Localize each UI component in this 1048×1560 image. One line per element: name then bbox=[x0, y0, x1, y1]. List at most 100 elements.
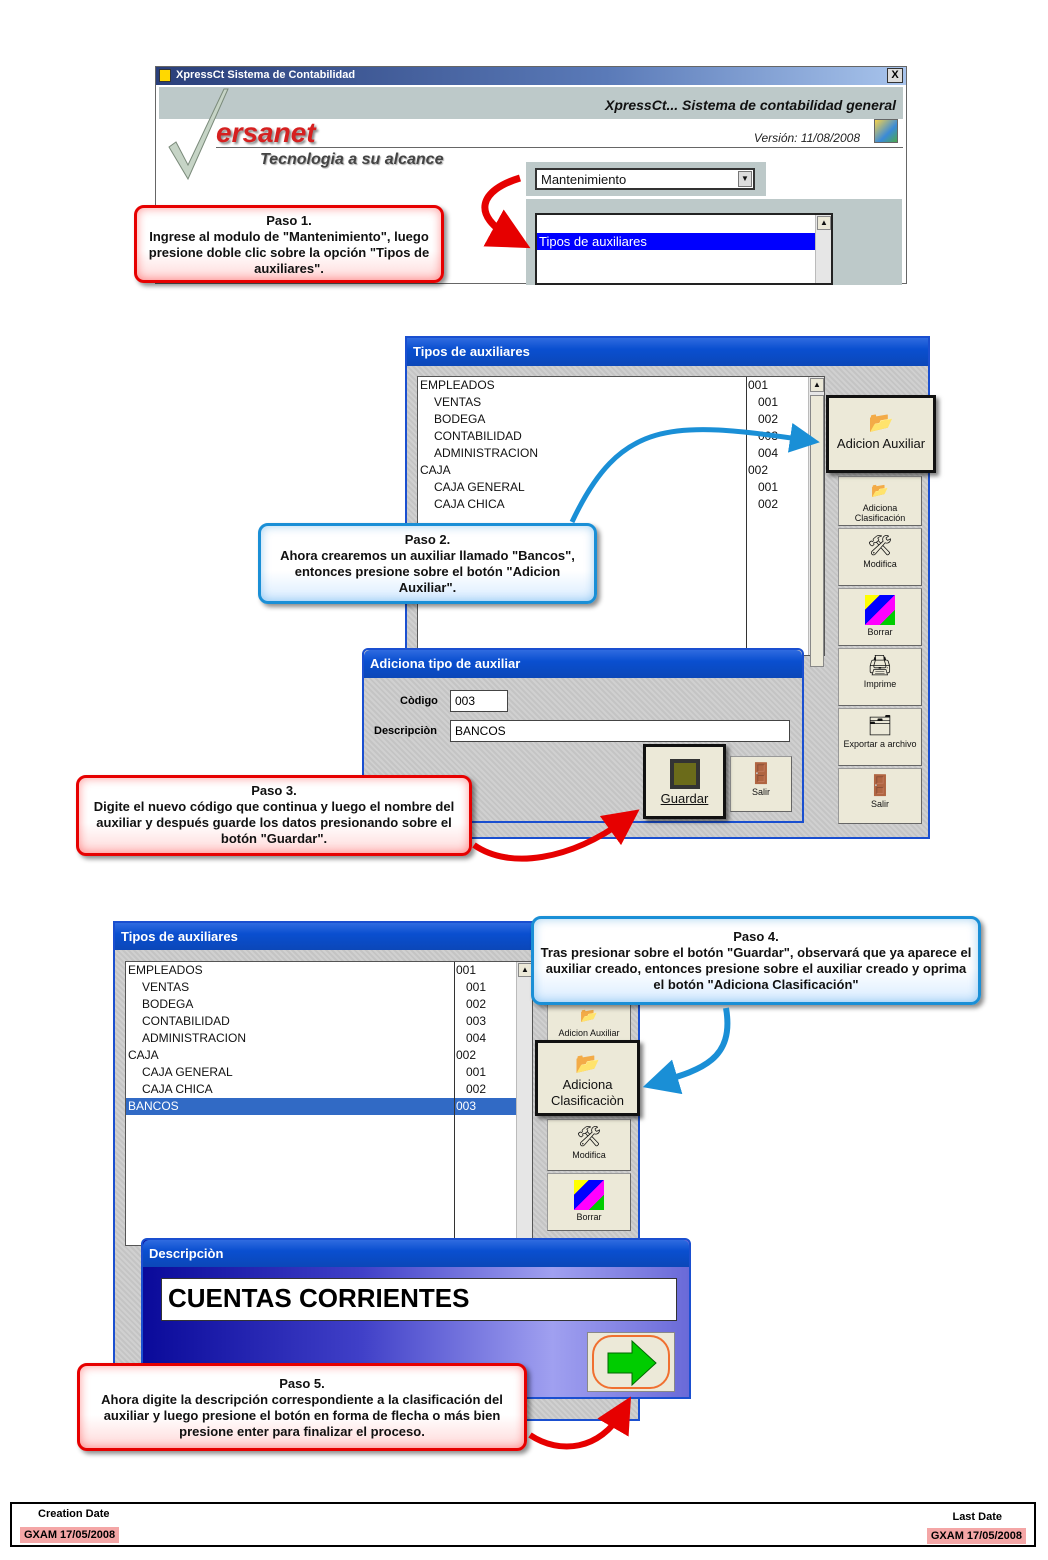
creation-date-label: Creation Date bbox=[38, 1508, 110, 1520]
scrollbar[interactable]: ▲ bbox=[808, 377, 824, 667]
callout-paso-1: Paso 1. Ingrese al modulo de "Mantenimie… bbox=[134, 205, 444, 283]
row-name: CAJA bbox=[420, 463, 451, 477]
exit-door-icon: 🚪 bbox=[867, 775, 893, 797]
scroll-up-arrow[interactable]: ▲ bbox=[817, 216, 831, 230]
module-select[interactable]: Mantenimiento ▼ bbox=[535, 168, 755, 190]
row-code: 002 bbox=[466, 997, 487, 1011]
scroll-up-arrow[interactable]: ▲ bbox=[810, 378, 824, 392]
tools-icon: 🛠 bbox=[576, 1126, 602, 1148]
callout-title: Paso 2. bbox=[404, 532, 451, 547]
last-date-value: GXAM 17/05/2008 bbox=[926, 1528, 1026, 1544]
row-code: 002 bbox=[758, 497, 779, 511]
module-select-value: Mantenimiento bbox=[541, 172, 627, 187]
table-row[interactable]: CONTABILIDAD 003 bbox=[418, 428, 808, 445]
printer-icon: 🖨 bbox=[867, 655, 893, 677]
callout-text: Ingrese al modulo de "Mantenimiento", lu… bbox=[148, 229, 430, 276]
options-list[interactable]: Tipos de auxiliares ▲ bbox=[535, 213, 833, 285]
adicion-auxiliar-button[interactable]: 📂Adicion Auxiliar bbox=[547, 1003, 631, 1043]
row-code: 002 bbox=[466, 1082, 487, 1096]
folder-open-icon: 📂 bbox=[575, 1053, 600, 1075]
codigo-label: Còdigo bbox=[400, 695, 438, 707]
borrar-button[interactable]: Borrar bbox=[547, 1173, 631, 1231]
codigo-input[interactable]: 003 bbox=[450, 690, 508, 712]
app-icon bbox=[159, 69, 171, 82]
chevron-down-icon[interactable]: ▼ bbox=[738, 171, 752, 187]
callout-title: Paso 1. bbox=[266, 213, 312, 228]
row-code: 001 bbox=[748, 378, 769, 392]
callout-paso-5: Paso 5. Ahora digite la descripción corr… bbox=[77, 1363, 527, 1451]
row-name: EMPLEADOS bbox=[128, 963, 203, 977]
row-name: CAJA GENERAL bbox=[142, 1065, 233, 1079]
scroll-up-arrow[interactable]: ▲ bbox=[518, 963, 532, 977]
row-name: VENTAS bbox=[142, 980, 190, 994]
scrollbar[interactable]: ▲ bbox=[516, 962, 532, 1245]
window-title: Tipos de auxiliares bbox=[121, 929, 238, 944]
descripcion-input[interactable]: BANCOS bbox=[450, 720, 790, 742]
confirm-arrow-button[interactable] bbox=[587, 1332, 675, 1392]
descripcion-label: Descripciòn bbox=[374, 725, 437, 737]
callout-title: Paso 5. bbox=[279, 1376, 325, 1391]
header-title: XpressCt... Sistema de contabilidad gene… bbox=[605, 97, 896, 113]
imprime-button[interactable]: 🖨Imprime bbox=[838, 648, 922, 706]
close-button[interactable]: X bbox=[887, 68, 903, 83]
modifica-button[interactable]: 🛠Modifica bbox=[547, 1119, 631, 1171]
floppy-disk-icon bbox=[669, 759, 700, 789]
scroll-thumb[interactable] bbox=[810, 395, 824, 667]
row-name: CAJA bbox=[128, 1048, 159, 1062]
row-name: BANCOS bbox=[128, 1099, 179, 1113]
scrollbar[interactable]: ▲ bbox=[815, 215, 831, 283]
highlight-ring bbox=[592, 1335, 670, 1389]
callout-paso-3: Paso 3. Digite el nuevo código que conti… bbox=[76, 775, 472, 856]
help-icon[interactable] bbox=[874, 119, 898, 143]
adicion-auxiliar-button[interactable]: 📂Adicion Auxiliar bbox=[826, 395, 936, 473]
salir-button[interactable]: 🚪Salir bbox=[838, 768, 922, 824]
dialog-titlebar: Descripciòn bbox=[143, 1240, 689, 1267]
callout-paso-2: Paso 2. Ahora crearemos un auxiliar llam… bbox=[258, 523, 597, 604]
row-name: CONTABILIDAD bbox=[434, 429, 522, 443]
exportar-button[interactable]: 🗂Exportar a archivo bbox=[838, 708, 922, 766]
tools-icon: 🛠 bbox=[867, 535, 893, 557]
adiciona-clasificacion-button[interactable]: 📂Adiciona Clasificación bbox=[838, 476, 922, 526]
descripcion-input[interactable]: CUENTAS CORRIENTES bbox=[161, 1278, 677, 1321]
row-code: 003 bbox=[758, 429, 779, 443]
list-item-selected[interactable]: Tipos de auxiliares bbox=[537, 233, 817, 250]
row-code: 004 bbox=[758, 446, 779, 460]
callout-text: Ahora crearemos un auxiliar llamado "Ban… bbox=[280, 548, 575, 595]
header-band bbox=[159, 87, 903, 119]
row-name: BODEGA bbox=[434, 412, 486, 426]
modifica-button[interactable]: 🛠Modifica bbox=[838, 528, 922, 586]
row-name: VENTAS bbox=[434, 395, 482, 409]
borrar-button[interactable]: Borrar bbox=[838, 588, 922, 646]
row-code: 002 bbox=[748, 463, 769, 477]
logo-slogan: Tecnologia a su alcance bbox=[260, 151, 444, 168]
callout-title: Paso 4. bbox=[733, 929, 779, 944]
dialog-titlebar: Adiciona tipo de auxiliar bbox=[364, 650, 802, 678]
table-row[interactable]: CAJA 002 bbox=[418, 462, 808, 479]
guardar-button[interactable]: Guardar bbox=[643, 744, 726, 819]
callout-paso-4: Paso 4. Tras presionar sobre el botón "G… bbox=[531, 916, 981, 1005]
callout-text: Digite el nuevo código que continua y lu… bbox=[93, 799, 455, 846]
checkmark-logo-icon bbox=[168, 88, 229, 181]
dialog-salir-button[interactable]: 🚪Salir bbox=[730, 756, 792, 812]
exit-door-icon: 🚪 bbox=[748, 763, 774, 785]
folder-open-icon: 📂 bbox=[871, 482, 889, 498]
row-name: CAJA GENERAL bbox=[434, 480, 525, 494]
